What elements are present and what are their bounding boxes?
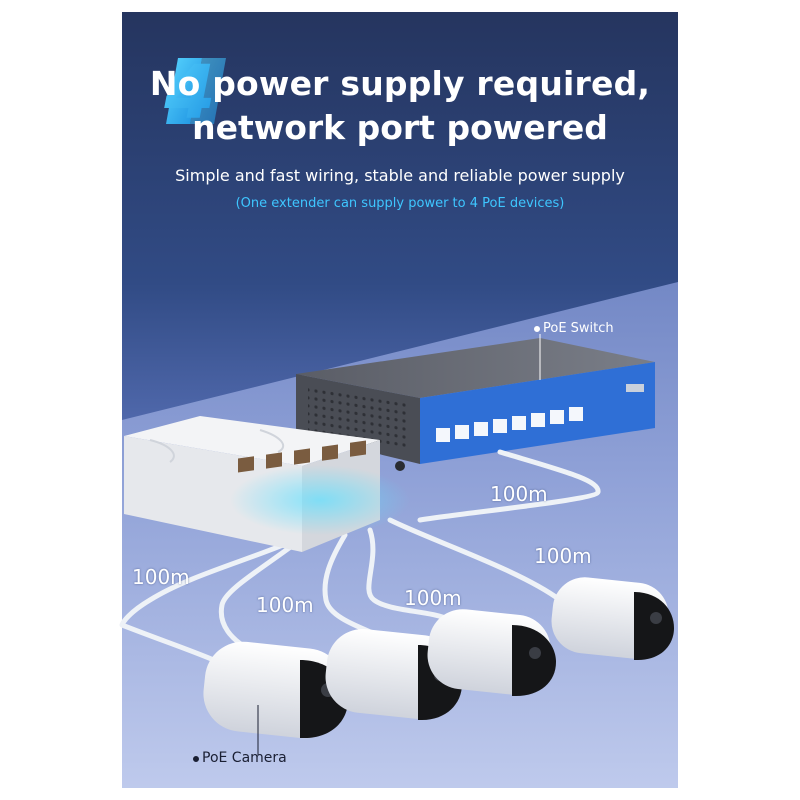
leader-lines <box>534 326 541 380</box>
poe-switch <box>296 338 655 471</box>
capacity-note: (One extender can supply power to 4 PoE … <box>235 196 565 211</box>
camera-4 <box>551 577 674 660</box>
distance-label-camera-4: 100m <box>534 544 592 568</box>
poe-switch-label: PoE Switch <box>543 321 614 336</box>
headline-line-2: network port powered <box>192 108 608 147</box>
headline-line-1: No power supply required, <box>149 64 651 103</box>
badge-number-text: 4 <box>163 50 216 136</box>
camera-3 <box>427 609 556 696</box>
distance-label-switch: 100m <box>490 482 548 506</box>
distance-label-camera-1: 100m <box>132 565 190 589</box>
distance-label-camera-3: 100m <box>404 586 462 610</box>
poe-extender <box>124 416 410 552</box>
network-cables <box>119 449 601 668</box>
distance-label-camera-2: 100m <box>256 593 314 617</box>
subtitle: Simple and fast wiring, stable and relia… <box>175 166 625 185</box>
camera-leader-line <box>193 705 259 762</box>
poe-camera-label: PoE Camera <box>202 750 287 766</box>
number-badge: 4 <box>163 50 226 136</box>
